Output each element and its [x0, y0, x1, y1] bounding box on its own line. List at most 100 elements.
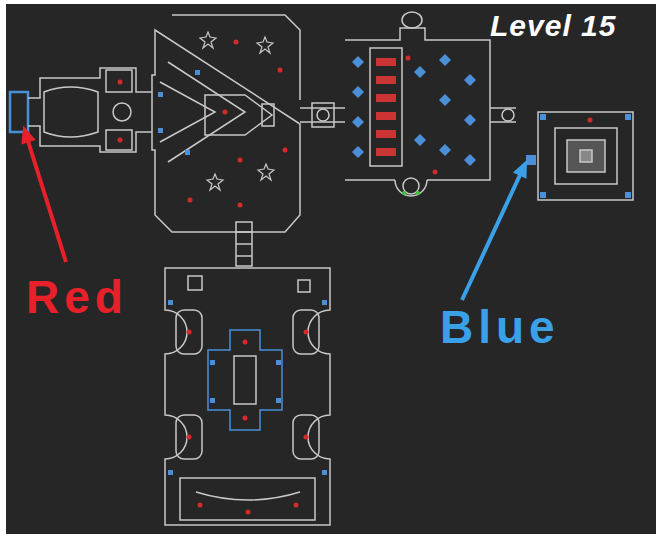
door — [402, 12, 422, 28]
chevron — [168, 62, 245, 162]
rung — [376, 148, 396, 156]
marker — [540, 114, 546, 120]
bottom-ledge — [180, 478, 315, 520]
diamond — [414, 66, 426, 78]
walls — [10, 12, 633, 525]
star-room-wall — [152, 15, 300, 232]
side-room — [106, 130, 132, 150]
marker — [168, 470, 173, 475]
dot — [283, 148, 288, 153]
map-ground — [6, 4, 656, 534]
star — [200, 32, 216, 48]
dot — [238, 203, 243, 208]
dot — [243, 416, 248, 421]
hall-box — [312, 103, 334, 127]
marker — [276, 360, 281, 365]
chevron — [160, 82, 215, 142]
bottom-curve — [196, 492, 300, 500]
key-label: Red — [26, 272, 128, 323]
dot — [588, 118, 593, 123]
alcove — [176, 415, 202, 459]
marker — [625, 114, 631, 120]
hall — [300, 108, 345, 122]
diamond — [439, 144, 451, 156]
diamond — [352, 56, 364, 68]
dot — [304, 330, 309, 335]
pillar — [317, 109, 329, 121]
dot — [278, 68, 283, 73]
dot — [223, 110, 228, 115]
dot — [402, 191, 406, 195]
goal-switch — [580, 150, 592, 162]
step — [262, 104, 274, 126]
goal-ring — [555, 128, 617, 184]
stem-steps — [236, 232, 252, 256]
marker — [540, 192, 546, 198]
cross-core — [234, 356, 256, 404]
arrow-head — [23, 128, 34, 143]
side-room — [106, 70, 132, 92]
blue-arrow — [462, 162, 526, 300]
diamond — [352, 86, 364, 98]
corridor-wall — [28, 68, 152, 152]
marker — [276, 398, 281, 403]
marker — [195, 70, 200, 75]
rung — [376, 76, 396, 84]
rung — [376, 94, 396, 102]
diamond — [439, 54, 451, 66]
dot — [246, 510, 251, 515]
dot — [234, 40, 239, 45]
dot — [294, 503, 299, 508]
pillar — [113, 103, 131, 121]
alcove — [293, 310, 319, 354]
marker — [168, 300, 173, 305]
green-dots — [402, 191, 420, 195]
alcove — [176, 310, 202, 354]
stem-hall — [236, 222, 252, 266]
crate — [298, 280, 310, 292]
dot — [198, 503, 203, 508]
marker — [322, 300, 327, 305]
star — [257, 37, 273, 53]
red-arrow — [23, 128, 67, 262]
ladder-room-wall — [345, 28, 490, 180]
marker — [158, 128, 163, 133]
rung — [376, 58, 396, 66]
diamond — [464, 74, 476, 86]
dot — [433, 170, 438, 175]
arrow-head — [515, 162, 526, 177]
cross-platform — [208, 330, 282, 430]
key-label: Blue — [440, 302, 560, 353]
dot — [188, 198, 193, 203]
red-dots — [118, 40, 593, 515]
dot — [416, 191, 420, 195]
marker — [322, 470, 327, 475]
dot — [187, 435, 192, 440]
diamond — [352, 146, 364, 158]
diamond — [464, 114, 476, 126]
exit-ring — [403, 178, 419, 194]
dot — [238, 158, 243, 163]
rung — [376, 112, 396, 120]
dot — [187, 330, 192, 335]
stars — [200, 32, 274, 190]
rung — [376, 130, 396, 138]
diamond — [464, 154, 476, 166]
blue-key-spot — [526, 155, 536, 165]
ladder — [370, 48, 402, 166]
marker — [210, 360, 215, 365]
star — [258, 164, 274, 180]
dot — [243, 340, 248, 345]
marker — [210, 398, 215, 403]
start-pad — [10, 92, 28, 132]
dot — [118, 80, 123, 85]
blue-markers — [158, 54, 631, 475]
arrow-shaft — [462, 175, 520, 300]
pillar — [502, 109, 514, 121]
ladder-rungs — [376, 58, 396, 156]
diamond — [352, 116, 364, 128]
level-title: Level 15 — [490, 9, 616, 42]
star — [207, 174, 223, 190]
alcove — [293, 415, 319, 459]
